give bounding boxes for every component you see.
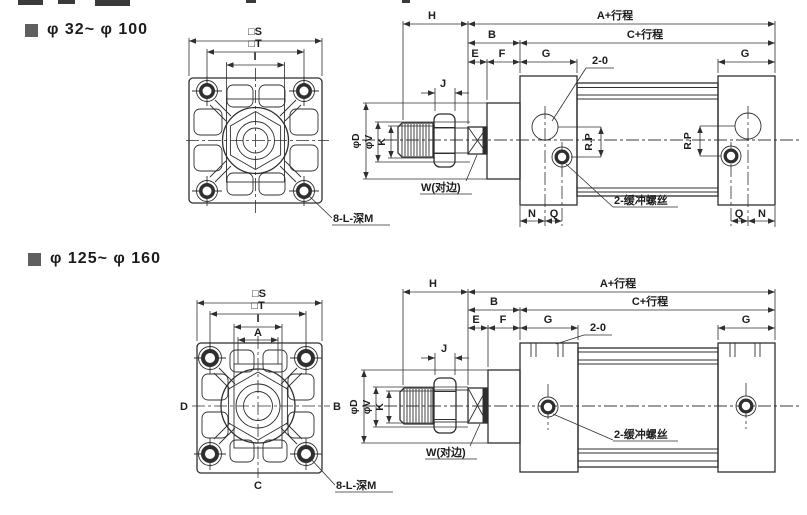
rod-hex-nut: [433, 113, 456, 168]
port-note: 2-0: [590, 322, 606, 334]
dim-a: A: [254, 327, 262, 339]
side-view-125-160: H A+行程 B C+行程 E F G G 2-0: [348, 276, 800, 473]
dim-h: H: [428, 10, 436, 22]
dim-g: G: [544, 314, 553, 326]
front-view-125-160: □S □T I A D B C 8-L-深M: [180, 288, 393, 493]
dim-phi-v: φV: [363, 135, 375, 150]
dim-k: K: [376, 138, 388, 146]
dim-square-t: □T: [248, 38, 262, 50]
section-heading-text: φ 125~ φ 160: [50, 250, 161, 267]
rod-thread-circle: [235, 383, 281, 429]
dim-j: J: [441, 343, 447, 355]
rod-thread: [397, 122, 434, 158]
dim-h: H: [429, 278, 437, 290]
section-marker-icon: [28, 252, 41, 266]
dim-phi-d: φD: [348, 399, 360, 415]
cushion-note: 2-缓冲螺丝: [614, 193, 668, 207]
dim-n: N: [758, 208, 766, 220]
dim-rp: R.P: [682, 132, 694, 150]
dim-q: Q: [735, 208, 744, 220]
cropped-artifact: [246, 0, 256, 3]
dim-rp: R.P: [583, 133, 595, 151]
rear-end-cap: [519, 75, 578, 206]
section-marker-icon: [25, 23, 38, 37]
center-boss: [220, 368, 296, 444]
front-dimensions: □S □T I A D B C 8-L-深M: [180, 288, 393, 493]
dim-square-s: □S: [248, 26, 262, 38]
dim-g: G: [741, 48, 750, 60]
wrench-flats: [467, 387, 488, 424]
wrench-flats: [467, 126, 488, 155]
dim-b: B: [333, 401, 341, 413]
rod-cover: [487, 369, 521, 444]
rod-hole: [242, 127, 269, 154]
dim-b: B: [490, 296, 498, 308]
bolt-note: 8-L-深M: [333, 211, 373, 225]
dim-e: E: [471, 48, 478, 60]
hex-nut-front: [229, 110, 282, 171]
flats-note: W(对边): [421, 180, 461, 194]
dim-square-t: □T: [251, 300, 265, 312]
dim-d: D: [180, 401, 188, 413]
dim-c-stroke: C+行程: [627, 27, 663, 41]
front-dimensions: □S □T I 8-L-深M: [188, 26, 390, 226]
hex-nut-front: [228, 371, 288, 441]
rod-hex-nut: [433, 377, 457, 434]
top-port-marks: [530, 343, 761, 357]
cropped-artifact: [58, 0, 75, 4]
dim-e: E: [472, 314, 479, 326]
dim-f: F: [500, 314, 507, 326]
port-note: 2-0: [592, 55, 608, 67]
tie-rods: [577, 87, 718, 193]
corner-webs: [209, 99, 302, 183]
dim-a-stroke: A+行程: [597, 8, 633, 22]
rod-cover: [486, 102, 521, 180]
dim-k: K: [374, 403, 386, 411]
front-view-32-100: □S □T I 8-L-深M: [186, 26, 390, 226]
front-end-cap: [717, 342, 776, 473]
section-heading-32-100: φ 32~ φ 100: [25, 21, 148, 39]
dim-b: B: [488, 29, 496, 41]
cropped-artifact: [402, 0, 410, 3]
side-dimensions: H A+行程 B C+行程 E F G G J: [350, 8, 776, 227]
dim-f: F: [499, 48, 506, 60]
dim-i: I: [253, 51, 256, 63]
dim-c: C: [254, 480, 262, 492]
bolt-note: 8-L-深M: [336, 478, 376, 492]
dim-phi-d: φD: [350, 133, 362, 149]
dim-square-s: □S: [252, 288, 266, 300]
section-heading-125-160: φ 125~ φ 160: [28, 250, 161, 268]
side-dimensions: H A+行程 B C+行程 E F G G 2-0: [348, 276, 776, 460]
dim-g: G: [542, 48, 551, 60]
dim-n: N: [528, 208, 536, 220]
rod-thread-circle: [236, 121, 275, 160]
dim-i: I: [256, 313, 259, 325]
piston-rod: [432, 127, 469, 154]
dim-c-stroke: C+行程: [632, 294, 668, 308]
section-heading-text: φ 32~ φ 100: [47, 21, 149, 38]
cropped-artifact: [18, 0, 43, 5]
flange-pockets: [193, 84, 319, 196]
cropped-artifact: [95, 0, 130, 6]
tie-rods: [578, 351, 718, 462]
flats-note: W(对边): [426, 445, 466, 459]
cushion-note: 2-缓冲螺丝: [614, 427, 668, 441]
dim-a-stroke: A+行程: [600, 276, 636, 290]
dim-j: J: [440, 78, 446, 90]
center-boss: [221, 106, 290, 175]
dim-q: Q: [550, 208, 559, 220]
front-end-cap: [717, 75, 776, 206]
dim-phi-v: φV: [361, 400, 373, 415]
side-view-32-100: H A+行程 B C+行程 E F G G J: [350, 8, 799, 227]
cylinder-tube: [576, 82, 719, 197]
dim-g: G: [742, 314, 751, 326]
rod-hole: [243, 391, 273, 421]
rear-end-cap: [519, 342, 579, 473]
